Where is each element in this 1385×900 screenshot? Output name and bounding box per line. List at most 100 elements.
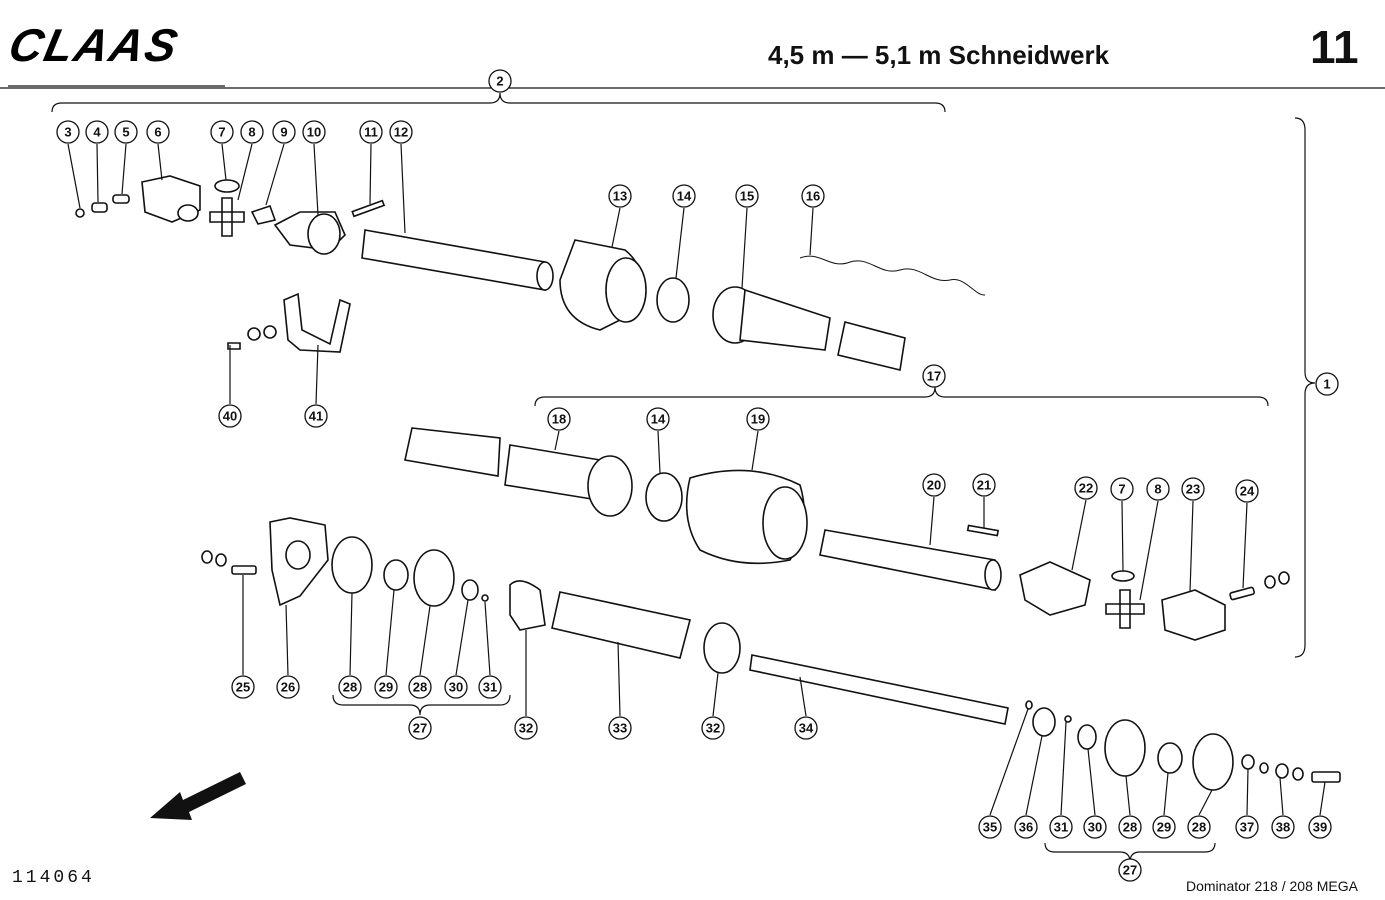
svg-text:18: 18 <box>552 412 566 427</box>
svg-text:22: 22 <box>1079 481 1093 496</box>
callout-1: 1 <box>1315 372 1339 396</box>
callout-29-b: 29 <box>1152 815 1176 839</box>
svg-text:13: 13 <box>613 189 627 204</box>
nut-40-part <box>263 325 277 339</box>
svg-text:27: 27 <box>413 721 427 736</box>
svg-text:7: 7 <box>218 125 225 140</box>
bolt-40-part <box>227 342 241 350</box>
callout-31-b: 31 <box>1049 815 1073 839</box>
callout-11: 11 <box>359 120 383 144</box>
cross-journal-8b-part <box>1105 589 1145 629</box>
page-title: 4,5 m — 5,1 m Schneidwerk <box>768 40 1110 70</box>
inner-tube-part <box>361 229 546 291</box>
callout-2: 2 <box>488 69 512 93</box>
yoke-bore <box>177 204 199 222</box>
callout-27-b: 27 <box>1118 858 1142 882</box>
callout-3: 3 <box>56 120 80 144</box>
svg-text:40: 40 <box>223 409 237 424</box>
callout-28-c: 28 <box>1118 815 1142 839</box>
callout-21: 21 <box>972 473 996 497</box>
callout-28-d: 28 <box>1187 815 1211 839</box>
svg-text:7: 7 <box>1118 482 1125 497</box>
flange-28d-part <box>1192 733 1234 791</box>
callout-25: 25 <box>231 675 255 699</box>
spring-part <box>91 202 108 213</box>
svg-text:28: 28 <box>413 680 427 695</box>
svg-text:28: 28 <box>1192 820 1206 835</box>
roll-pin-21-part <box>966 524 1000 537</box>
bolt-25-part <box>231 565 257 575</box>
support-bracket-part <box>283 292 351 353</box>
set-screw-31a-part <box>481 594 489 602</box>
inner-tube-20-end <box>984 559 1002 591</box>
circlip-part <box>75 208 85 218</box>
callout-9: 9 <box>272 120 296 144</box>
callout-6: 6 <box>146 120 170 144</box>
callout-32-b: 32 <box>701 716 725 740</box>
bearing-36-part <box>1032 707 1056 737</box>
grease-nipple-part <box>250 204 277 225</box>
callout-13: 13 <box>608 184 632 208</box>
callout-17: 17 <box>922 364 946 388</box>
nut-25-part <box>201 550 213 564</box>
svg-text:25: 25 <box>236 680 250 695</box>
svg-text:32: 32 <box>519 721 533 736</box>
circlip-7b-part <box>1111 570 1135 582</box>
svg-text:4: 4 <box>93 125 101 140</box>
pin-part <box>112 194 130 204</box>
svg-text:2: 2 <box>496 74 503 89</box>
callout-8: 8 <box>240 120 264 144</box>
callout-41: 41 <box>304 404 328 428</box>
bracket-group-27a <box>332 694 511 716</box>
callout-34: 34 <box>794 716 818 740</box>
bearing-bracket-bore <box>285 540 311 570</box>
callout-14: 14 <box>672 184 696 208</box>
flange-28b-part <box>413 549 455 607</box>
yoke-10-flange <box>307 213 341 255</box>
svg-text:14: 14 <box>677 189 692 204</box>
bellows-cone-opening <box>762 486 808 560</box>
tube-18-part <box>504 444 601 501</box>
svg-text:30: 30 <box>449 680 463 695</box>
outer-tube-17-part <box>404 427 501 477</box>
page-number: 11 <box>1310 21 1359 73</box>
callout-19: 19 <box>746 407 770 431</box>
svg-text:8: 8 <box>1154 482 1161 497</box>
svg-text:1: 1 <box>1323 377 1330 392</box>
callout-36: 36 <box>1014 815 1038 839</box>
washer-25-part <box>215 553 227 567</box>
svg-text:24: 24 <box>1240 484 1255 499</box>
bracket-group-1 <box>1294 117 1316 658</box>
callout-35: 35 <box>978 815 1002 839</box>
bolt-39-part <box>1311 771 1341 783</box>
callout-31-a: 31 <box>478 675 502 699</box>
washer-38c-part <box>1292 767 1304 781</box>
callout-8-lower: 8 <box>1146 477 1170 501</box>
bearing-29a-part <box>383 559 409 591</box>
svg-text:17: 17 <box>927 369 941 384</box>
svg-text:9: 9 <box>280 125 287 140</box>
svg-text:31: 31 <box>1054 820 1068 835</box>
callout-30-a: 30 <box>444 675 468 699</box>
bearing-housing-32b-part <box>703 622 741 674</box>
model-label: Dominator 218 / 208 MEGA <box>1186 878 1358 894</box>
svg-text:33: 33 <box>613 721 627 736</box>
svg-text:20: 20 <box>927 478 941 493</box>
outer-tube-end-part <box>837 321 906 371</box>
outer-tube-part <box>739 288 831 351</box>
yoke-22-part <box>1019 561 1091 616</box>
nut-37-part <box>1241 754 1255 770</box>
callout-4: 4 <box>85 120 109 144</box>
svg-text:6: 6 <box>154 125 161 140</box>
svg-text:8: 8 <box>248 125 255 140</box>
svg-text:26: 26 <box>281 680 295 695</box>
svg-text:31: 31 <box>483 680 497 695</box>
callout-28-a: 28 <box>338 675 362 699</box>
svg-text:27: 27 <box>1123 863 1137 878</box>
callout-16: 16 <box>801 184 825 208</box>
callout-7-lower: 7 <box>1110 477 1134 501</box>
svg-text:21: 21 <box>977 478 991 493</box>
collar-30b-part <box>1077 724 1097 750</box>
